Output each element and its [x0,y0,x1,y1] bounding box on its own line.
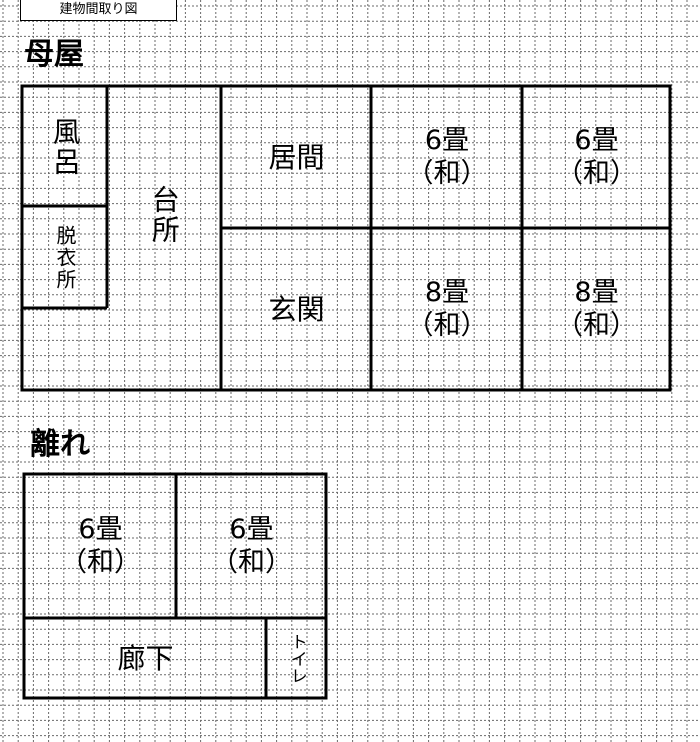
annex-corridor: 廊下 [27,621,264,696]
room-size: 6畳 [424,125,470,157]
drawing-title: 建物間取り図 [20,0,177,21]
main-building-outline [20,84,672,392]
room-8jo-b: 8畳 （和） [525,231,668,388]
room-size: 6畳 [78,514,123,546]
room-type: （和） [556,157,637,189]
room-size: 6畳 [574,125,619,157]
annex-toilet: トイレ [269,621,324,696]
room-size: 8畳 [424,277,470,309]
room-size: 8畳 [574,277,619,309]
room-6jo-b: 6畳 （和） [525,89,668,226]
room-living: 居間 [224,89,369,226]
annex-room-6jo-a: 6畳 （和） [27,477,174,616]
room-changing: 脱衣所 [25,209,105,306]
room-entrance: 玄関 [224,231,369,388]
room-type: （和） [556,309,637,341]
room-6jo-a: 6畳 （和） [374,89,520,226]
room-type: （和） [406,157,488,189]
room-8jo-a: 8畳 （和） [374,231,520,388]
room-label-changing: 脱衣所 [53,224,77,291]
room-type: （和） [406,309,488,341]
room-bath: 風呂 [25,89,105,204]
room-label-bath: 風呂 [48,116,82,177]
room-label-kitchen: 台所 [147,185,181,245]
room-label-entrance: 玄関 [268,292,325,326]
main-building-heading: 母屋 [24,37,84,72]
room-type: （和） [60,546,141,578]
annex-room-6jo-b: 6畳 （和） [179,477,324,616]
room-size: 6畳 [229,514,274,546]
room-label-living: 居間 [268,140,325,174]
room-label-corridor: 廊下 [117,641,174,675]
room-type: （和） [211,546,292,578]
room-label-toilet: トイレ [286,633,307,684]
room-kitchen: 台所 [110,140,218,290]
annex-heading: 離れ [30,427,90,462]
